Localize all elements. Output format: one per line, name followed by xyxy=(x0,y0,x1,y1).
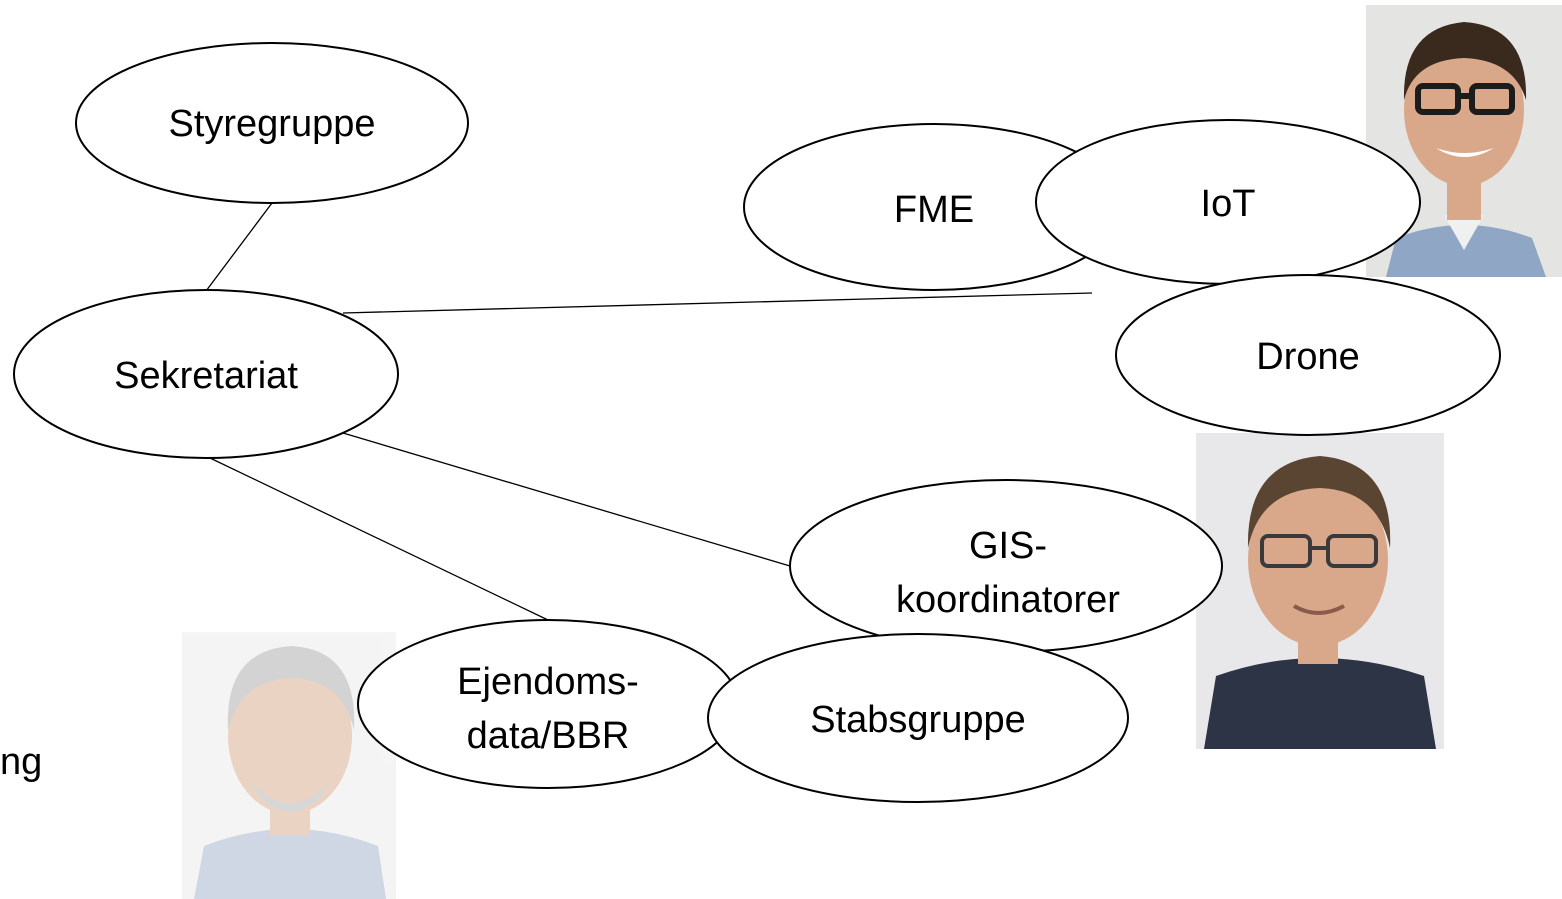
node-stabsgruppe-label: Stabsgruppe xyxy=(810,699,1026,741)
node-gis-label-line1: GIS- xyxy=(969,525,1047,567)
connector-sekretariat-ejendoms xyxy=(209,457,549,621)
connector-sekretariat-gis xyxy=(342,432,791,567)
node-ejendoms-label-line1: Ejendoms- xyxy=(457,661,639,703)
cutoff-side-text: ng xyxy=(0,741,42,783)
node-ejendoms-data-bbr: Ejendoms- data/BBR xyxy=(357,619,739,789)
node-gis-label-line2: koordinatorer xyxy=(896,579,1120,621)
node-fme-label: FME xyxy=(894,189,974,231)
node-sekretariat: Sekretariat xyxy=(13,289,399,459)
node-ejendoms-label-line2: data/BBR xyxy=(467,715,630,757)
node-fme: FME xyxy=(743,123,1125,291)
node-styregruppe: Styregruppe xyxy=(75,42,469,204)
node-sekretariat-label: Sekretariat xyxy=(114,355,298,397)
connector-sekretariat-fme xyxy=(342,292,1093,314)
node-drone-label: Drone xyxy=(1256,336,1360,378)
node-styregruppe-label: Styregruppe xyxy=(168,103,375,145)
node-stabsgruppe: Stabsgruppe xyxy=(707,633,1129,803)
node-iot: IoT xyxy=(1035,119,1421,285)
person-photo-middle-right xyxy=(1196,433,1444,749)
person-photo-bottom-left xyxy=(182,632,396,899)
node-drone: Drone xyxy=(1115,274,1501,436)
connector-styregruppe-sekretariat xyxy=(205,202,273,292)
node-iot-label: IoT xyxy=(1201,183,1256,225)
node-gis-koordinatorer: GIS- koordinatorer xyxy=(789,479,1223,653)
